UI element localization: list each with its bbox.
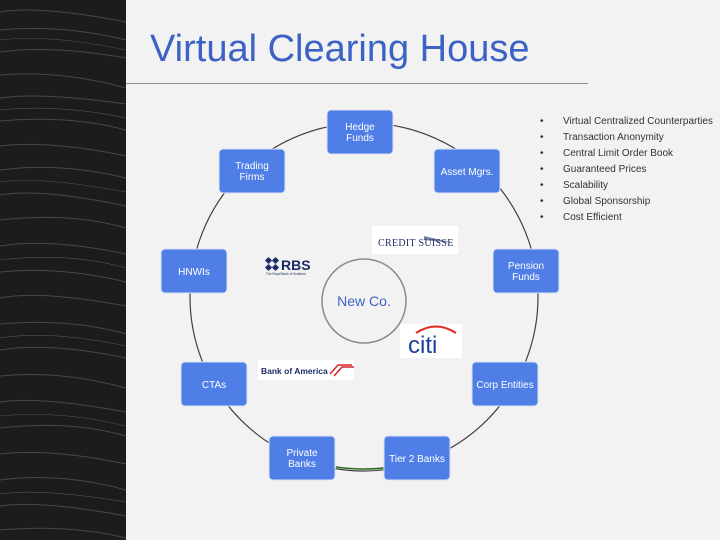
wood-texture-image: [0, 0, 126, 540]
svg-text:RBS: RBS: [281, 257, 311, 273]
node-hnwis: HNWIs: [160, 248, 228, 294]
svg-text:Funds: Funds: [512, 272, 540, 283]
benefit-item: Guaranteed Prices: [540, 162, 713, 178]
svg-text:citi: citi: [408, 332, 437, 359]
node-tier-2-banks: Tier 2 Banks: [383, 435, 451, 481]
benefit-item: Transaction Anonymity: [540, 130, 713, 146]
credit-suisse-logo: CREDIT SUISSE: [372, 226, 458, 254]
bank-of-america-logo: Bank of America: [258, 360, 354, 380]
svg-text:Tier 2 Banks: Tier 2 Banks: [389, 454, 445, 465]
svg-text:Corp Entities: Corp Entities: [476, 380, 533, 391]
svg-text:CTAs: CTAs: [202, 380, 226, 391]
svg-text:Trading: Trading: [235, 161, 269, 172]
center-hub: [321, 258, 407, 344]
svg-text:Private: Private: [286, 448, 318, 459]
svg-text:Bank of America: Bank of America: [261, 366, 328, 376]
benefit-item: Central Limit Order Book: [540, 146, 713, 162]
benefits-list: Virtual Centralized Counterparties Trans…: [540, 114, 713, 226]
svg-text:Banks: Banks: [288, 459, 316, 470]
center-label: New Co.: [337, 293, 391, 309]
node-pension-funds: Pension Funds: [492, 248, 560, 294]
title-divider: [126, 83, 588, 84]
svg-text:Pension: Pension: [508, 261, 544, 272]
node-trading-firms: Trading Firms: [218, 148, 286, 194]
svg-text:Funds: Funds: [346, 133, 374, 144]
rbs-logo: RBS The Royal Bank of Scotland: [264, 256, 311, 276]
svg-text:Asset Mgrs.: Asset Mgrs.: [441, 167, 494, 178]
svg-text:HNWIs: HNWIs: [178, 267, 210, 278]
slide-title: Virtual Clearing House: [150, 28, 530, 70]
textured-side-panel: [0, 0, 126, 540]
svg-text:The Royal Bank of Scotland: The Royal Bank of Scotland: [266, 272, 306, 276]
svg-text:Firms: Firms: [240, 172, 265, 183]
svg-text:CREDIT SUISSE: CREDIT SUISSE: [378, 238, 454, 249]
benefit-item: Cost Efficient: [540, 210, 713, 226]
benefit-item: Scalability: [540, 178, 713, 194]
svg-text:Hedge: Hedge: [345, 122, 375, 133]
benefit-item: Virtual Centralized Counterparties: [540, 114, 713, 130]
node-asset-mgrs: Asset Mgrs.: [433, 148, 501, 194]
node-ctas: CTAs: [180, 361, 248, 407]
node-hedge-funds: Hedge Funds: [326, 109, 394, 155]
node-corp-entities: Corp Entities: [471, 361, 539, 407]
benefit-item: Global Sponsorship: [540, 194, 713, 210]
node-private-banks: Private Banks: [268, 435, 336, 481]
citi-logo: citi: [400, 324, 462, 359]
